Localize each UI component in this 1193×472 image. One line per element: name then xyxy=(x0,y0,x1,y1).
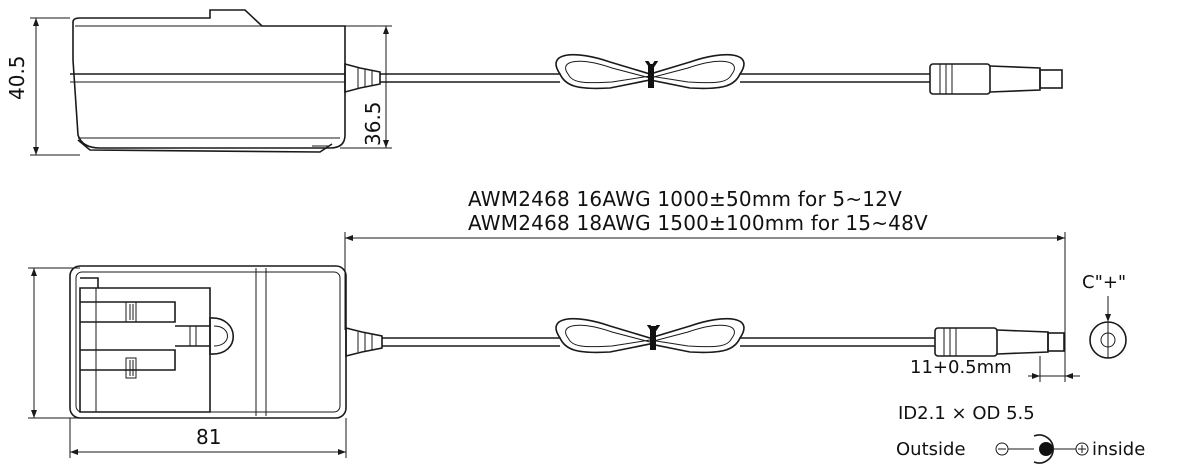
outside-label: Outside xyxy=(896,439,966,460)
minus-icon xyxy=(995,442,1009,456)
cable-tie xyxy=(648,64,654,88)
dim-height-body: 36.5 xyxy=(361,101,385,146)
plug-size: ID2.1 × OD 5.5 xyxy=(898,403,1035,424)
tie-label-bottom: Y xyxy=(646,322,661,343)
tie-label: Y xyxy=(644,58,659,79)
dim-height-total: 40.5 xyxy=(5,55,29,100)
dim-length: 81 xyxy=(196,425,221,449)
connector-detail: C"+" ID2.1 × OD 5.5 Outside inside xyxy=(896,272,1145,464)
front-view: Y 11+0.5mm 81 xyxy=(28,265,1080,458)
cable-spec-line1: AWM2468 16AWG 1000±50mm for 5~12V xyxy=(468,187,902,211)
center-positive-icon xyxy=(1033,434,1054,464)
polarity-code: C"+" xyxy=(1082,272,1126,293)
inside-label: inside xyxy=(1092,439,1145,460)
cable-spec-line2: AWM2468 18AWG 1500±100mm for 15~48V xyxy=(468,211,928,235)
side-view: 40.5 36.5 Y xyxy=(5,9,1063,156)
dim-plug-length: 11+0.5mm xyxy=(910,357,1012,378)
plus-icon xyxy=(1075,442,1089,456)
